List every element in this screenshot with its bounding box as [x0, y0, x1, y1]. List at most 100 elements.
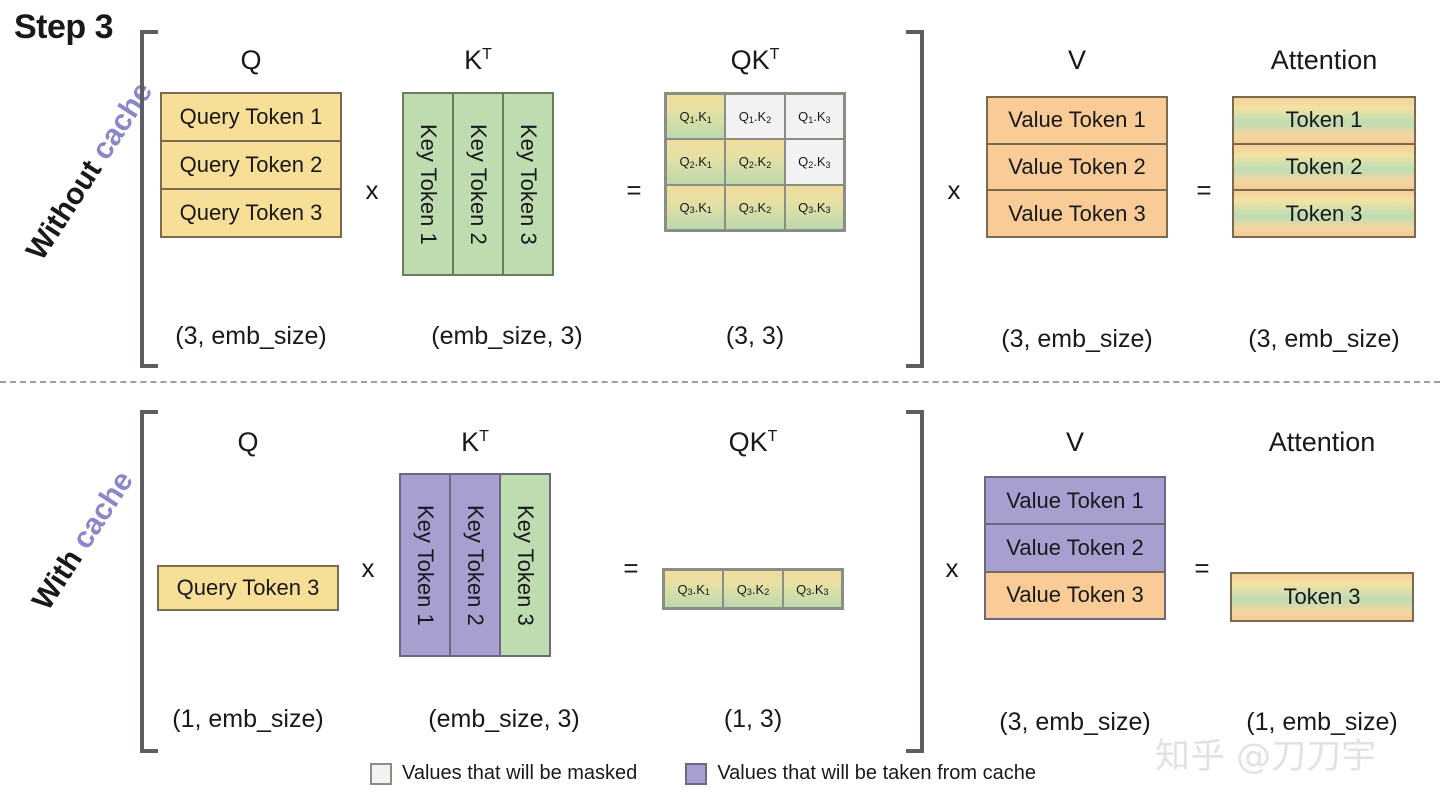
- v-token-cell-cached: Value Token 2: [986, 523, 1164, 571]
- operator-multiply-2-row2: x: [945, 553, 959, 583]
- row-label-prefix: With: [26, 543, 89, 616]
- header-qkt-text: QK: [728, 427, 768, 457]
- k-token-cell: Key Token 3: [502, 94, 552, 274]
- section-divider: [0, 381, 1440, 383]
- header-attention-row2: Attention: [1230, 427, 1414, 458]
- kt-matrix-row1: Key Token 1 Key Token 2 Key Token 3: [402, 92, 554, 276]
- header-v-text: V: [1067, 45, 1086, 75]
- v-token-cell: Value Token 2: [988, 142, 1166, 190]
- operator-multiply-1-row2: x: [361, 553, 375, 583]
- dim-attention-row2: (1, emb_size): [1246, 708, 1398, 736]
- legend-item-cache: Values that will be taken from cache: [685, 762, 1036, 785]
- row-label-with-cache: With cache: [26, 465, 141, 616]
- operator-equals-2-row1: =: [1196, 175, 1212, 205]
- header-q-row2: Q: [157, 427, 339, 458]
- header-v-row1: V: [986, 45, 1168, 76]
- right-bracket-row1: [906, 30, 924, 368]
- v-token-cell: Value Token 1: [988, 98, 1166, 143]
- dim-q-row1: (3, emb_size): [175, 322, 327, 350]
- header-kt-text: K: [461, 427, 480, 457]
- attention-token-cell: Token 3: [1232, 574, 1412, 620]
- k-token-cell: Key Token 3: [499, 475, 549, 655]
- operator-equals-1-row2: =: [623, 553, 639, 583]
- dim-attention-row1: (3, emb_size): [1248, 325, 1400, 353]
- v-token-cell: Value Token 3: [988, 189, 1166, 237]
- header-qkt-sup: T: [767, 428, 778, 445]
- legend-label-masked: Values that will be masked: [402, 762, 638, 784]
- attention-matrix-row1: Token 1 Token 2 Token 3: [1232, 96, 1416, 238]
- dim-kt-row1: (emb_size, 3): [431, 322, 583, 350]
- header-attention-row1: Attention: [1232, 45, 1416, 76]
- attention-matrix-row2: Token 3: [1230, 572, 1414, 622]
- v-matrix-row2: Value Token 1 Value Token 2 Value Token …: [984, 476, 1166, 620]
- legend: Values that will be masked Values that w…: [370, 762, 1036, 785]
- operator-multiply-2-row1: x: [947, 175, 961, 205]
- header-attention-text: Attention: [1268, 427, 1376, 457]
- dim-v-row2: (3, emb_size): [999, 708, 1151, 736]
- dim-kt-row2: (emb_size, 3): [428, 705, 580, 733]
- k-token-cell: Key Token 1: [404, 94, 452, 274]
- k-token-cell-cached: Key Token 2: [449, 475, 499, 655]
- v-token-cell-cached: Value Token 1: [986, 478, 1164, 524]
- operator-equals-2-row2: =: [1194, 553, 1210, 583]
- header-kt-row2: KT: [399, 427, 551, 458]
- header-q-text: Q: [240, 45, 262, 75]
- header-kt-text: K: [464, 45, 483, 75]
- attention-token-cell: Token 3: [1234, 189, 1414, 237]
- header-kt-sup: T: [479, 428, 489, 445]
- header-qkt-row2: QKT: [662, 427, 844, 458]
- header-qkt-text: QK: [730, 45, 770, 75]
- attention-token-cell: Token 2: [1234, 142, 1414, 190]
- header-q-text: Q: [237, 427, 259, 457]
- header-kt-sup: T: [482, 46, 492, 63]
- k-token-cell: Key Token 2: [452, 94, 502, 274]
- dim-qkt-row1: (3, 3): [725, 322, 785, 350]
- q-matrix-row1: Query Token 1 Query Token 2 Query Token …: [160, 92, 342, 238]
- header-attention-text: Attention: [1270, 45, 1378, 75]
- header-v-row2: V: [984, 427, 1166, 458]
- v-token-cell: Value Token 3: [986, 570, 1164, 618]
- legend-label-cache: Values that will be taken from cache: [717, 762, 1036, 784]
- header-v-text: V: [1065, 427, 1084, 457]
- left-bracket-row2: [140, 410, 158, 753]
- dim-q-row2: (1, emb_size): [172, 705, 324, 733]
- left-bracket-row1: [140, 30, 158, 368]
- operator-equals-1-row1: =: [626, 175, 642, 205]
- q-matrix-row2: Query Token 3: [157, 565, 339, 611]
- right-bracket-row2: [906, 410, 924, 753]
- q-token-cell: Query Token 2: [162, 140, 340, 188]
- q-token-cell: Query Token 1: [162, 94, 340, 140]
- row-label-prefix: Without: [20, 154, 109, 266]
- header-q-row1: Q: [160, 45, 342, 76]
- q-token-cell: Query Token 3: [159, 567, 337, 609]
- legend-item-masked: Values that will be masked: [370, 762, 637, 785]
- header-kt-row1: KT: [402, 45, 554, 76]
- legend-swatch-cache-icon: [685, 762, 708, 785]
- dim-qkt-row2: (1, 3): [723, 705, 783, 733]
- k-token-cell-cached: Key Token 1: [401, 475, 449, 655]
- attention-token-cell: Token 1: [1234, 98, 1414, 143]
- operator-multiply-1-row1: x: [365, 175, 379, 205]
- row-label-suffix: cache: [65, 465, 140, 555]
- dim-v-row1: (3, emb_size): [1001, 325, 1153, 353]
- v-matrix-row1: Value Token 1 Value Token 2 Value Token …: [986, 96, 1168, 238]
- header-qkt-sup: T: [769, 46, 780, 63]
- header-qkt-row1: QKT: [664, 45, 846, 76]
- legend-swatch-masked-icon: [370, 762, 392, 785]
- kt-matrix-row2: Key Token 1 Key Token 2 Key Token 3: [399, 473, 551, 657]
- page-title: Step 3: [14, 8, 114, 46]
